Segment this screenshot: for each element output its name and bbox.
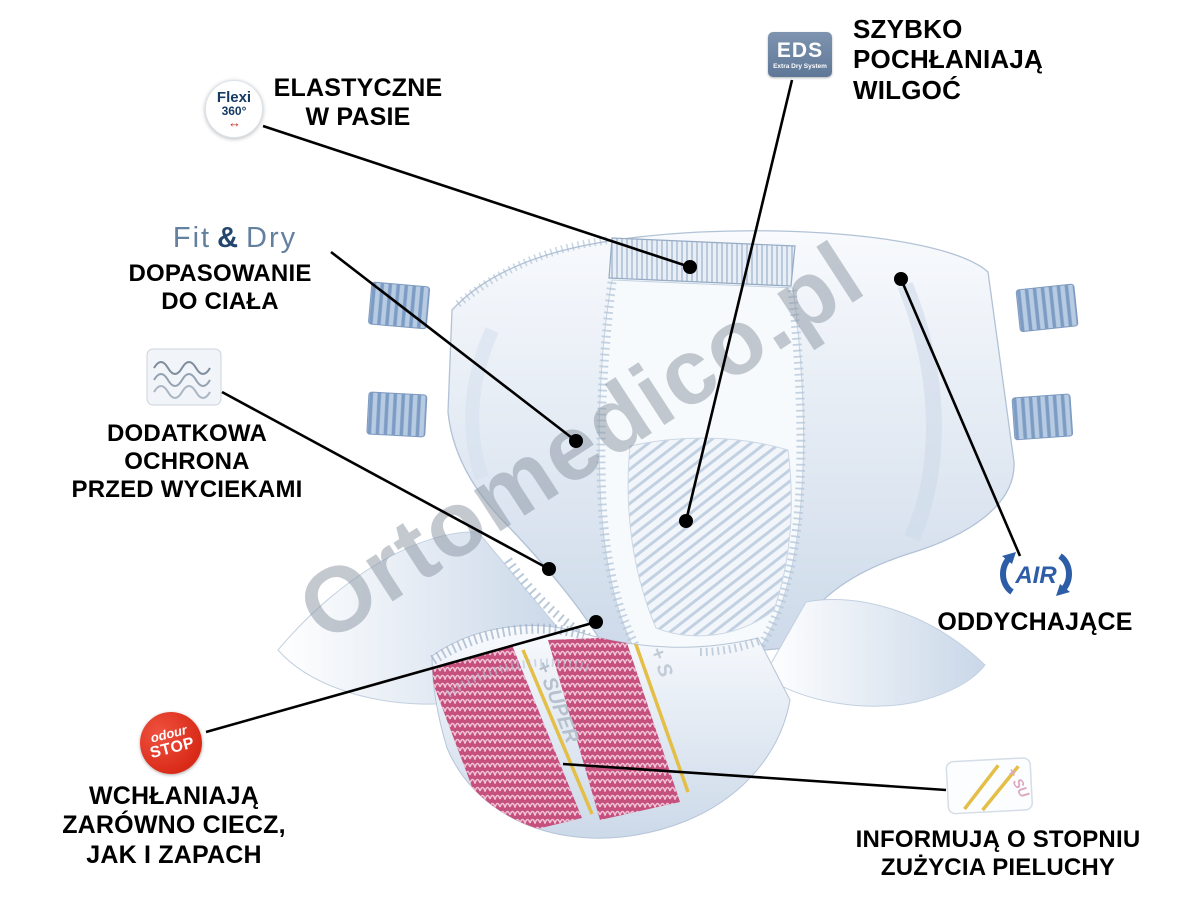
line-flexi (262, 124, 691, 269)
label-body-fit: DOPASOWANIE DO CIAŁA (128, 260, 312, 316)
elastic-waistband (608, 237, 796, 287)
line-leakguard (221, 390, 550, 571)
pad-ruffle-right (750, 289, 806, 659)
fold-shading-left (465, 327, 499, 481)
wetness-indicator-image: + SU (945, 757, 1033, 815)
eds-badge: EDS Extra Dry System (768, 32, 832, 77)
line-eds (684, 79, 794, 522)
eds-badge-subtext: Extra Dry System (773, 62, 827, 70)
air-badge-text: AIR (1014, 562, 1057, 589)
pad-ruffle-left (596, 281, 647, 662)
fitdry-fit: Fit (172, 222, 212, 254)
tape-right-bottom (1011, 393, 1074, 441)
wetness-line-left (521, 649, 594, 815)
dot-waistband (683, 260, 697, 274)
dot-odour (589, 615, 603, 629)
label-usage-indicator: INFORMUJĄ O STOPNIU ZUŻYCIA PIELUCHY (855, 826, 1141, 882)
callout-connectors (205, 79, 1022, 792)
flexi-badge-degrees: 360° (221, 103, 247, 118)
line-odour (205, 620, 597, 734)
fitdry-dry: Dry (246, 222, 298, 254)
label-elastic-waist: ELASTYCZNE W PASIE (273, 74, 443, 132)
wetness-line-right (632, 638, 690, 793)
flexi-badge-text: Flexi (216, 88, 252, 106)
label-breathable: ODDYCHAJĄCE (937, 608, 1133, 636)
front-gather-right (699, 636, 764, 656)
front-gather-inner (445, 658, 592, 698)
dot-breathable (894, 272, 908, 286)
flexi-360-badge: Flexi 360° ↔ (205, 80, 263, 138)
diaper-product: + SUPER + S (277, 230, 1079, 839)
eds-badge-text: EDS (776, 38, 824, 62)
label-leak-protection: DODATKOWA OCHRONA PRZED WYCIEKAMI (71, 420, 303, 504)
tape-left-bottom (366, 391, 428, 438)
waist-gather-left (455, 236, 611, 308)
label-absorb-moisture: SZYBKO POCHŁANIAJĄ WILGOĆ (853, 14, 1043, 105)
label-absorb-liquid-odour: WCHŁANIAJĄ ZARÓWNO CIECZ, JAK I ZAPACH (62, 782, 286, 869)
fit-and-dry-logo: Fit&Dry (140, 222, 330, 255)
dot-core (679, 514, 693, 528)
line-indicator (562, 762, 947, 792)
line-fitdry (330, 250, 577, 443)
line-air (899, 278, 1022, 557)
tape-right-top (1015, 283, 1079, 332)
dot-leak-cuff (542, 562, 556, 576)
air-icon: AIR (1000, 552, 1072, 596)
leak-guard-icon (146, 348, 222, 406)
front-wing-right (763, 599, 986, 707)
front-panel-print: + SUPER + S (432, 637, 690, 839)
fitdry-ampersand: & (217, 222, 241, 254)
flexi-arrow-icon: ↔ (228, 114, 241, 130)
dot-body-fit (569, 434, 583, 448)
pink-band-right-pattern (548, 637, 680, 820)
absorbent-core (627, 437, 792, 637)
pink-band-left-pattern (432, 645, 582, 839)
callout-dots (542, 260, 908, 629)
